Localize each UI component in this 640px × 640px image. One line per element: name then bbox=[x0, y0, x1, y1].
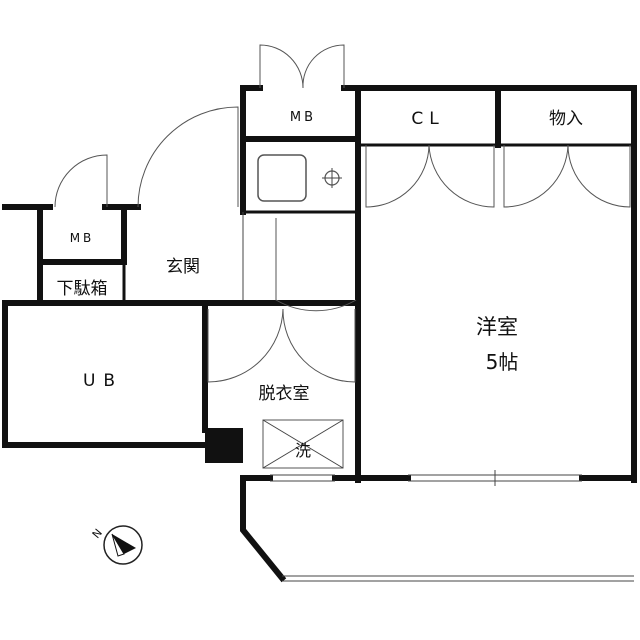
room-label-western: 洋室 bbox=[476, 315, 518, 339]
doors bbox=[54, 44, 631, 383]
sink-icon bbox=[257, 154, 307, 202]
room-labels: MB CL 物入 MB 玄関 下駄箱 UB 洋室 5帖 脱衣室 洗 bbox=[57, 109, 584, 460]
room-label-shoe-box: 下駄箱 bbox=[57, 279, 108, 299]
room-label-mb-top: MB bbox=[290, 110, 316, 125]
room-label-western-size: 5帖 bbox=[486, 350, 519, 374]
compass-north-label: N bbox=[90, 526, 105, 541]
room-label-ub: UB bbox=[83, 371, 123, 391]
north-arrow-icon bbox=[112, 534, 136, 554]
washer-icon bbox=[262, 419, 344, 469]
room-label-entrance: 玄関 bbox=[166, 257, 200, 277]
kitchen-fixtures bbox=[257, 154, 342, 202]
windows bbox=[270, 470, 634, 582]
compass-icon bbox=[103, 525, 143, 565]
room-label-cl: CL bbox=[411, 109, 444, 129]
compass: N bbox=[90, 525, 143, 565]
washer-pan bbox=[262, 419, 344, 469]
room-label-storage: 物入 bbox=[549, 109, 583, 129]
room-label-dressing: 脱衣室 bbox=[259, 384, 310, 404]
washer-label: 洗 bbox=[295, 441, 311, 460]
room-label-mb-left: MB bbox=[70, 231, 95, 245]
walls bbox=[2, 85, 637, 583]
